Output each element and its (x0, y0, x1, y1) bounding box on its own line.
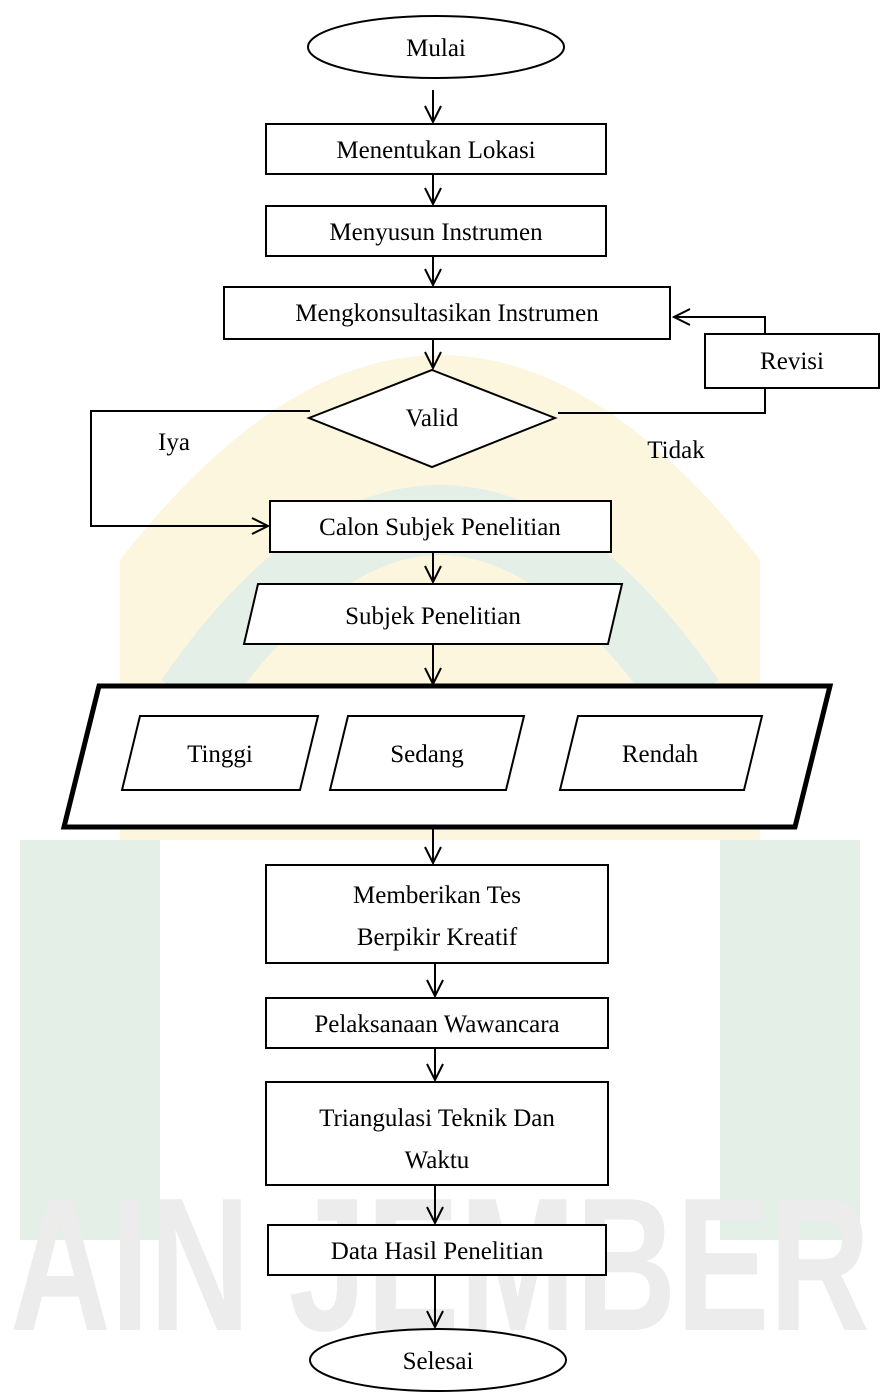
arrow-no-revise (558, 389, 766, 414)
revise-box (704, 333, 880, 389)
interview-box (265, 997, 609, 1049)
start-label: Mulai (406, 35, 466, 62)
triangulation-label-line1: Triangulasi Teknik Dan (319, 1105, 555, 1132)
valid-decision (306, 368, 558, 469)
arrow-yes-candidates (90, 410, 310, 526)
subjects-label: Subjek Penelitian (345, 603, 521, 630)
results-box (267, 1224, 607, 1276)
low-label: Rendah (622, 741, 699, 768)
test-label-line1: Memberikan Tes (353, 882, 521, 909)
no-label: Tidak (647, 437, 705, 464)
consult-label: Mengkonsultasikan Instrumen (295, 300, 599, 327)
results-label: Data Hasil Penelitian (331, 1238, 544, 1265)
interview-label: Pelaksanaan Wawancara (314, 1011, 559, 1038)
low-data (558, 715, 764, 791)
medium-data (328, 715, 526, 791)
subjects-data (242, 583, 624, 645)
medium-label: Sedang (390, 741, 464, 768)
candidates-label: Calon Subjek Penelitian (319, 514, 561, 541)
connectors (90, 90, 766, 1327)
instrument-box (265, 205, 607, 257)
watermark-logo-green-right (720, 840, 860, 1240)
triangulation-label-line2: Waktu (405, 1147, 470, 1174)
end-label: Selesai (403, 1348, 474, 1375)
yes-label: Iya (158, 429, 190, 456)
watermark-logo-green-left (20, 840, 160, 1240)
high-label: Tinggi (187, 741, 253, 768)
triangulation-box (265, 1081, 609, 1186)
test-label-line2: Berpikir Kreatif (357, 924, 518, 951)
instrument-label: Menyusun Instrumen (329, 219, 543, 246)
end-terminal (309, 1328, 567, 1392)
high-data (120, 715, 320, 791)
revise-label: Revisi (760, 348, 824, 375)
test-box (265, 864, 609, 964)
consult-box (223, 286, 671, 340)
arrow-revise-consult (674, 317, 766, 334)
location-label: Menentukan Lokasi (336, 137, 535, 164)
candidates-box (269, 500, 612, 553)
valid-label: Valid (406, 405, 459, 432)
start-terminal (307, 15, 565, 79)
location-box (265, 123, 607, 175)
